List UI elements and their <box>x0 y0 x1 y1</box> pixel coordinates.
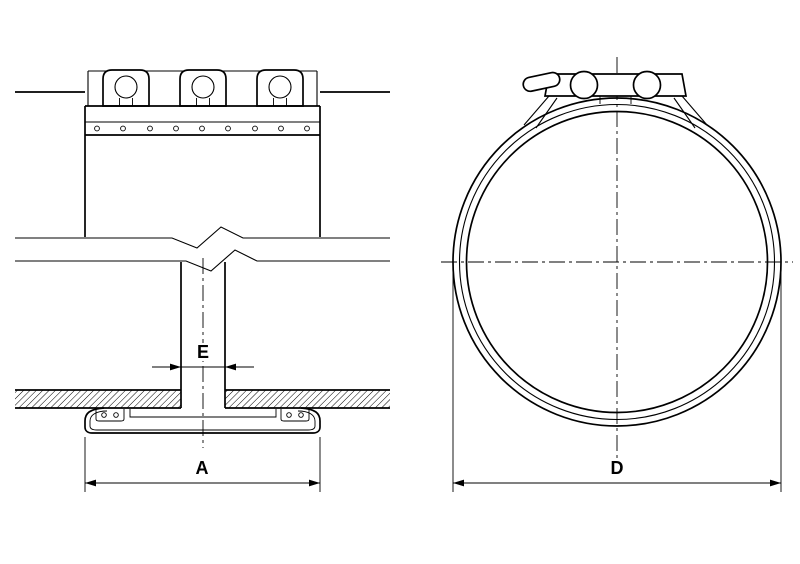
arrowhead <box>309 479 320 487</box>
closure-bolt-right <box>632 70 662 100</box>
rivet <box>147 125 153 132</box>
side-section-view: E A <box>15 69 390 492</box>
band-inner-profile <box>89 410 316 431</box>
rivet <box>173 125 179 132</box>
arrowhead <box>85 479 96 487</box>
band-outer-profile <box>84 407 321 434</box>
arrowhead <box>770 479 781 487</box>
dimension-a: A <box>84 437 321 492</box>
rivet <box>94 125 100 132</box>
end-view: D <box>441 57 793 492</box>
dimension-e: E <box>152 342 254 371</box>
hinge-gusset <box>535 97 558 129</box>
break-lines <box>15 226 390 272</box>
dimension-d: D <box>452 272 782 492</box>
bolt-lug-left <box>102 69 150 107</box>
arrowhead <box>225 363 236 371</box>
rivet <box>225 125 231 132</box>
rivet-row <box>94 125 310 132</box>
hinge-gusset <box>673 97 696 129</box>
rivet <box>252 125 258 132</box>
bolt-hole <box>114 75 138 99</box>
rivet <box>199 125 205 132</box>
pipe-outer-circle <box>465 110 769 414</box>
bolt-hole <box>191 75 215 99</box>
bolt-hole <box>268 75 292 99</box>
dimension-label-a: A <box>196 458 209 478</box>
closure-bar <box>543 73 688 97</box>
gasket-bridge-plate <box>129 409 277 418</box>
rivet <box>278 125 284 132</box>
hinge-pin <box>522 71 561 93</box>
arrowhead <box>170 363 181 371</box>
bolt-lug-center <box>179 69 227 107</box>
coupling-housing <box>84 69 321 237</box>
rivet <box>120 125 126 132</box>
break-line-upper <box>15 226 390 249</box>
pipe-wall-section-right <box>225 389 390 409</box>
arrowhead <box>453 479 464 487</box>
break-line-lower <box>15 249 390 272</box>
band-outer-circle <box>452 97 782 427</box>
dimension-label-d: D <box>611 458 624 478</box>
hinge-gusset <box>523 95 550 126</box>
gasket-end-left <box>95 409 125 422</box>
hinge-gusset <box>681 95 708 126</box>
pipe-wall-section-left <box>15 389 181 409</box>
hatch-fill <box>225 390 390 408</box>
dimension-label-e: E <box>197 342 209 362</box>
clamp-closure <box>522 70 708 129</box>
rivet <box>304 125 310 132</box>
bolt-lug-right <box>256 69 304 107</box>
hatch-fill <box>15 390 181 408</box>
closure-bolt-left <box>569 70 599 100</box>
coupling-section-bottom <box>84 407 321 434</box>
gasket-end-right <box>280 409 310 422</box>
band-inner-circle <box>458 103 776 421</box>
